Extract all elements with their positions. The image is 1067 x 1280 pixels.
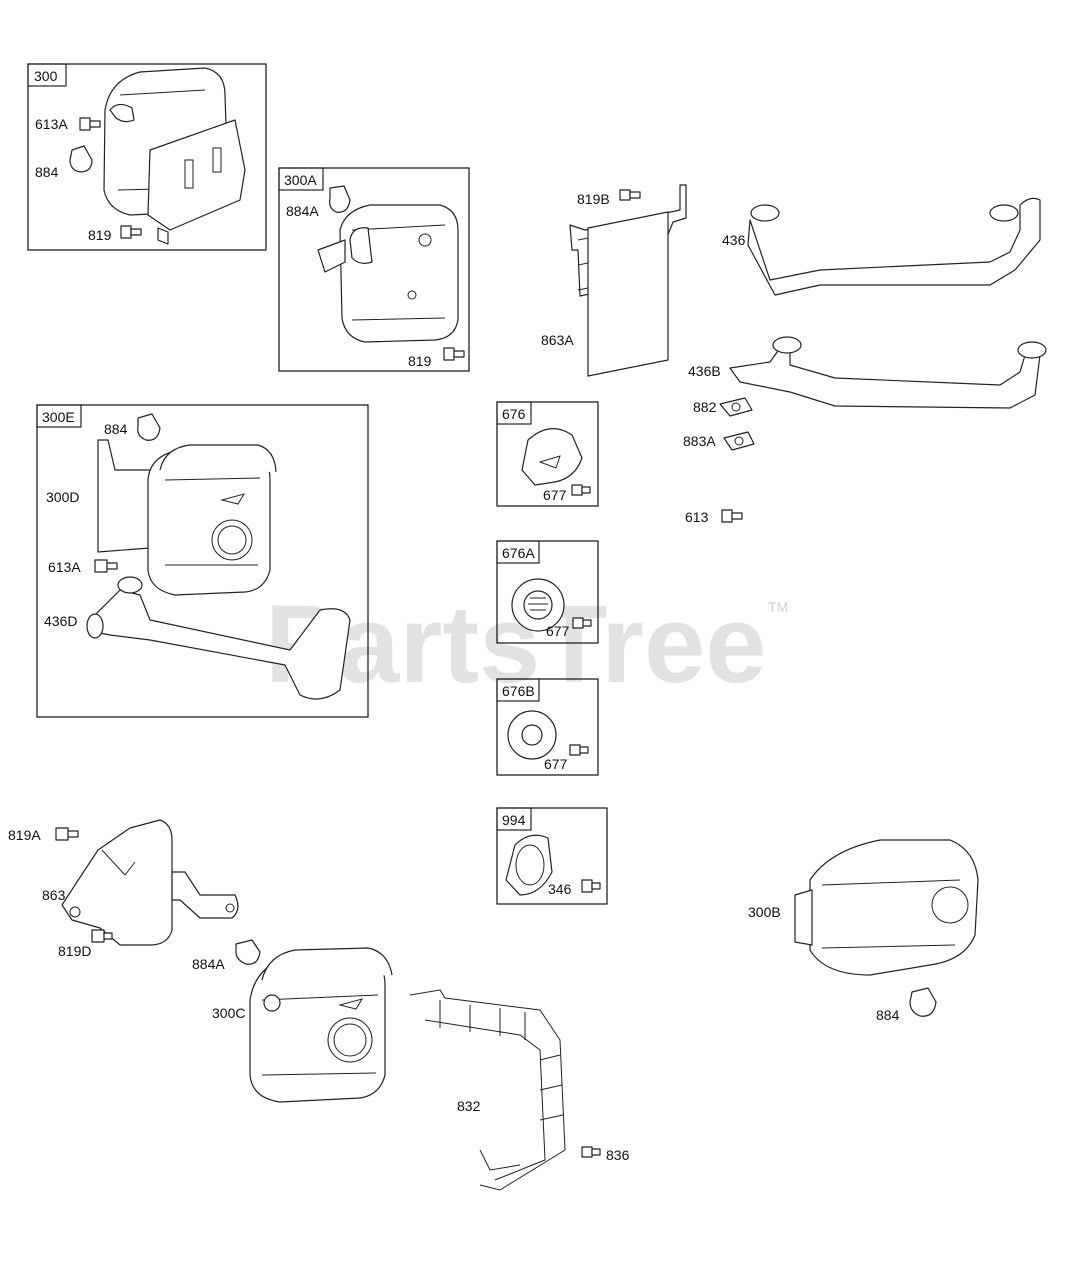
bracket-863 [61, 819, 239, 946]
tag-300: 300 [34, 68, 58, 84]
guard-994 [505, 834, 553, 896]
box-676: 676 677 [496, 401, 599, 507]
label-613: 613 [685, 509, 709, 525]
muffler-300B [794, 839, 979, 976]
label-613A: 613A [35, 116, 68, 132]
label-436B: 436B [688, 363, 721, 379]
spark-arrester-676A [511, 578, 565, 632]
tag-300E: 300E [42, 409, 75, 425]
muffler-300A [317, 204, 459, 343]
bolt-819B [619, 189, 641, 201]
screw-836 [581, 1146, 601, 1158]
label-300D: 300D [46, 489, 79, 505]
tag-300A: 300A [284, 172, 317, 188]
clamp-884-b [137, 413, 161, 441]
tag-994: 994 [502, 812, 526, 828]
label-819: 819 [408, 353, 432, 369]
shield-300D [97, 439, 151, 553]
bracket-863A [569, 184, 687, 377]
bolt-819D [91, 929, 113, 943]
box-994: 994 346 [496, 807, 608, 905]
label-832: 832 [457, 1098, 481, 1114]
watermark-tm: TM [768, 599, 788, 615]
label-819D: 819D [58, 943, 91, 959]
muffler-300 [103, 67, 246, 245]
muffler-300E [147, 444, 277, 596]
box-676B: 676B 677 [496, 678, 599, 776]
clamp-884-a [69, 145, 93, 173]
label-300C: 300C [212, 1005, 245, 1021]
screw-677-c [569, 744, 589, 756]
label-819A: 819A [8, 827, 41, 843]
label-863A: 863A [541, 332, 574, 348]
label-884: 884 [104, 421, 128, 437]
clamp-884A-a [329, 185, 351, 213]
clamp-884-c [909, 987, 937, 1017]
guard-832 [409, 989, 566, 1191]
bolt-819A [55, 827, 79, 841]
box-300A: 300A 884A 819 [278, 167, 470, 372]
label-346: 346 [548, 881, 572, 897]
label-819B: 819B [577, 191, 610, 207]
label-836: 836 [606, 1147, 630, 1163]
pipe-436B [729, 336, 1047, 409]
label-819: 819 [88, 227, 112, 243]
screw-677-b [572, 617, 592, 629]
label-300B: 300B [748, 904, 781, 920]
label-863: 863 [42, 887, 66, 903]
box-300E: 300E 884 300D 613A 436D [36, 404, 369, 718]
guard-676 [521, 428, 583, 486]
gasket-882 [719, 397, 753, 417]
bolt-613A-b [94, 559, 118, 573]
tag-676A: 676A [502, 545, 535, 561]
label-884: 884 [876, 1007, 900, 1023]
gasket-883A [723, 431, 755, 451]
label-883A: 883A [683, 433, 716, 449]
pipe-436 [747, 197, 1041, 296]
label-884A: 884A [192, 956, 225, 972]
spark-arrester-676B [507, 710, 557, 760]
clamp-884A-b [235, 939, 261, 965]
muffler-300C [249, 947, 393, 1103]
tag-676: 676 [502, 406, 526, 422]
screw-677-a [571, 484, 591, 496]
label-882: 882 [693, 399, 717, 415]
screw-346 [581, 879, 601, 893]
bolt-613 [721, 509, 743, 523]
label-677: 677 [546, 623, 570, 639]
box-676A: 676A 677 [496, 540, 599, 644]
pipe-436D [86, 576, 351, 700]
box-300: 300 613A 884 819 [27, 63, 267, 251]
label-884: 884 [35, 164, 59, 180]
bolt-819-a [120, 225, 142, 239]
label-436: 436 [722, 232, 746, 248]
label-613A: 613A [48, 559, 81, 575]
tag-676B: 676B [502, 683, 535, 699]
label-884A: 884A [286, 203, 319, 219]
label-677: 677 [543, 487, 567, 503]
label-677: 677 [544, 756, 568, 772]
bolt-613A-a [79, 117, 101, 131]
label-436D: 436D [44, 613, 77, 629]
bolt-819-b [443, 347, 465, 361]
